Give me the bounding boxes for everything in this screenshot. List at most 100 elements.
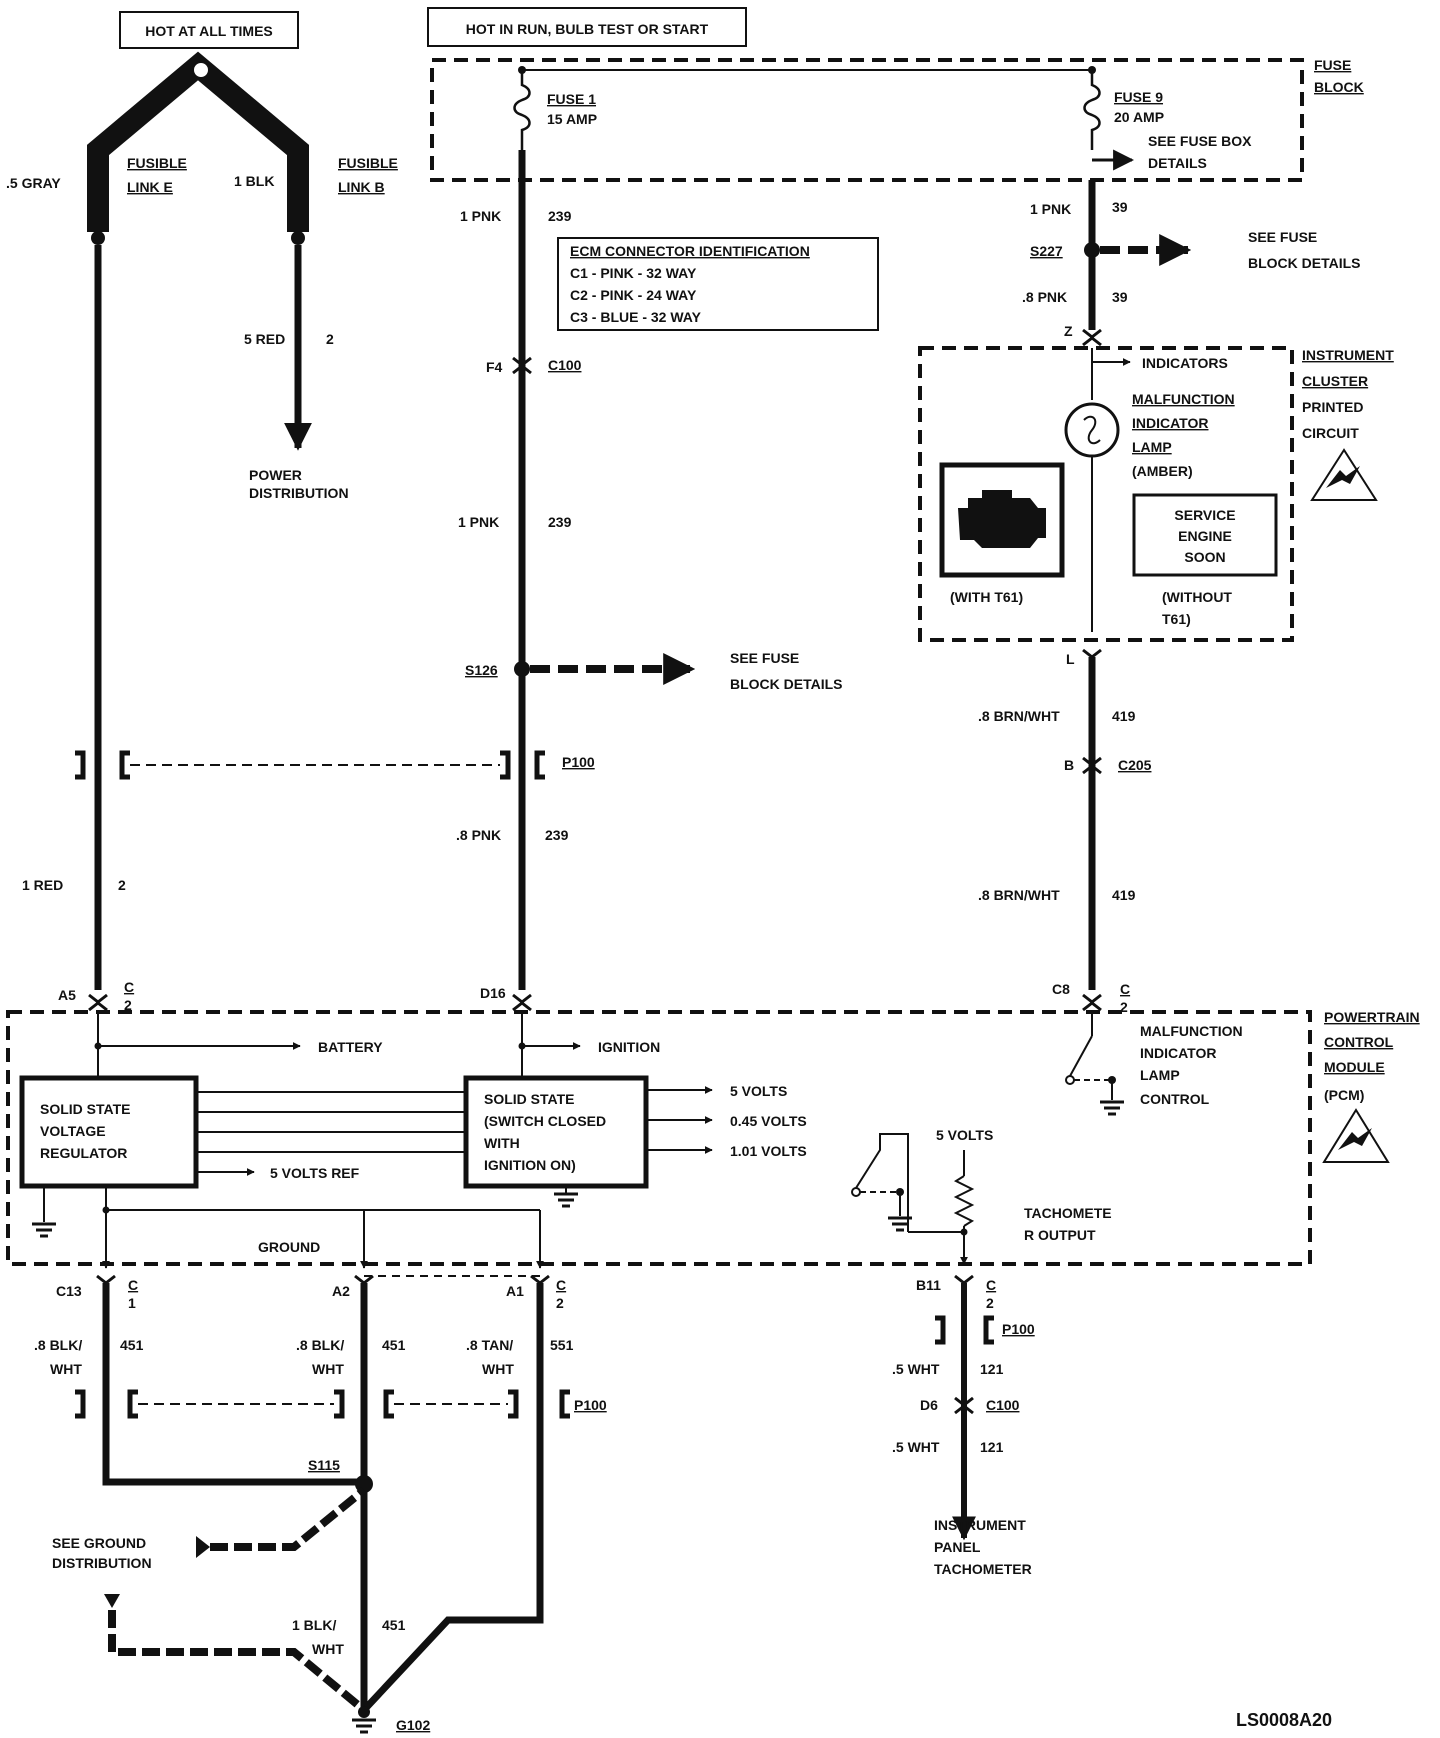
tach-d2-label: PANEL — [934, 1539, 981, 1555]
ground-symbol-icon — [888, 1216, 912, 1232]
cluster-mil2-label: INDICATOR — [1132, 415, 1208, 431]
grounds-c1n-label: 1 — [128, 1295, 136, 1311]
pcm-v101-label: 1.01 VOLTS — [730, 1143, 807, 1159]
tach-d1-label: INSTRUMENT — [934, 1517, 1026, 1533]
wire-labels-w-brn-b-label: .8 BRN/WHT — [978, 887, 1060, 903]
mil-feed-wire: 1 PNK 39 S227 SEE FUSE BLOCK DETAILS .8 … — [1022, 180, 1361, 347]
pcm-sw2-label: (SWITCH CLOSED — [484, 1113, 606, 1129]
wire-labels-w-8pnk-39-label: .8 PNK — [1022, 289, 1067, 305]
ground-symbol-icon — [1100, 1100, 1124, 1116]
connectors-s227-d2-label: BLOCK DETAILS — [1248, 255, 1361, 271]
ground-symbol-icon — [554, 1192, 578, 1208]
cluster-mil1-label: MALFUNCTION — [1132, 391, 1235, 407]
tach-n2-label: 121 — [980, 1439, 1004, 1455]
cluster-l3-label: PRINTED — [1302, 399, 1363, 415]
connectors-s227-label: S227 — [1030, 243, 1063, 259]
pcm-sw4-label: IGNITION ON) — [484, 1157, 576, 1173]
pcm-sw1-label: SOLID STATE — [484, 1091, 574, 1107]
battery-feed-wire: 1 RED 2 A5 C 2 — [22, 245, 134, 1013]
wire-labels-w-1red-label: 1 RED — [22, 877, 63, 893]
connectors-l-label: L — [1066, 651, 1075, 667]
diagram-id: LS0008A20 — [1236, 1710, 1332, 1730]
cluster-mil3-label: LAMP — [1132, 439, 1172, 455]
grounds-a2-label: A2 — [332, 1283, 350, 1299]
connectors-p100-top-label: P100 — [562, 754, 595, 770]
tach-b11-label: B11 — [916, 1277, 941, 1293]
ground-circuits: C13 C 1 A2 A1 C 2 .8 BLK/ WHT 451 .8 BLK… — [34, 1274, 607, 1734]
grounds-s115-label: S115 — [308, 1457, 340, 1473]
connectors-s126-d2-label: BLOCK DETAILS — [730, 676, 843, 692]
wire-labels-w-1pnk-39-label: 1 PNK — [1030, 201, 1071, 217]
fuse-block-fuse1-name-label: FUSE 1 — [547, 91, 596, 107]
fusible-e-name1-label: FUSIBLE — [127, 155, 187, 171]
connectors-c2-c8-label: C — [1120, 981, 1130, 997]
mil-control-wire: L .8 BRN/WHT 419 B C205 .8 BRN/WHT 419 C… — [978, 648, 1152, 1015]
fusible-links: .5 GRAY FUSIBLE LINK E 1 BLK FUSIBLE LIN… — [6, 51, 398, 245]
headers-hot-always-label: HOT AT ALL TIMES — [145, 23, 273, 39]
pcm-l1-label: POWERTRAIN — [1324, 1009, 1420, 1025]
grounds-w4a-label: 1 BLK/ — [292, 1617, 336, 1633]
pcm-mil4-label: CONTROL — [1140, 1091, 1210, 1107]
tachometer-wire: B11 C 2 P100 .5 WHT 121 D6 C100 .5 WHT 1… — [892, 1274, 1035, 1577]
pcm-ignition-label: IGNITION — [598, 1039, 660, 1055]
fuse-block-details2-label: DETAILS — [1148, 155, 1207, 171]
wire-labels-c-239-b-label: 239 — [548, 514, 572, 530]
grounds-w1a-label: .8 BLK/ — [34, 1337, 82, 1353]
wire-labels-c-239-c-label: 239 — [545, 827, 569, 843]
power-dest1-label: POWER — [249, 467, 302, 483]
pcm-l3-label: MODULE — [1324, 1059, 1385, 1075]
pcm-mil3-label: LAMP — [1140, 1067, 1180, 1083]
grounds-n1-label: 451 — [120, 1337, 144, 1353]
grounds-g102-label: G102 — [396, 1717, 430, 1733]
connectors-d16-label: D16 — [480, 985, 506, 1001]
power-circuit-label: 2 — [326, 331, 334, 347]
pcm-module: POWERTRAIN CONTROL MODULE (PCM) BATTERY … — [6, 1009, 1420, 1269]
grounds-n3-label: 551 — [550, 1337, 574, 1353]
grounds-w2b-label: WHT — [312, 1361, 344, 1377]
grounds-c1c-label: C — [128, 1277, 138, 1293]
grounds-n2-label: 451 — [382, 1337, 406, 1353]
grounds-gd2-label: DISTRIBUTION — [52, 1555, 152, 1571]
grounds-w2a-label: .8 BLK/ — [296, 1337, 344, 1353]
connectors-s227-d1-label: SEE FUSE — [1248, 229, 1317, 245]
pcm-battery-label: BATTERY — [318, 1039, 383, 1055]
grounds-gd1-label: SEE GROUND — [52, 1535, 146, 1551]
grounds-c2n-label: 2 — [556, 1295, 564, 1311]
pcm-pull-label: 5 VOLTS — [936, 1127, 993, 1143]
g102-ground-icon — [352, 1718, 376, 1734]
ecm-box-c3-label: C3 - BLUE - 32 WAY — [570, 309, 702, 325]
grounds-w4b-label: WHT — [312, 1641, 344, 1657]
instrument-cluster: INSTRUMENT CLUSTER PRINTED CIRCUIT INDIC… — [918, 346, 1394, 642]
pcm-tach1-label: TACHOMETE — [1024, 1205, 1112, 1221]
grounds-n4-label: 451 — [382, 1617, 406, 1633]
fusible-e-wire-label: .5 GRAY — [6, 175, 61, 191]
fuse-block-fuse9-name-label: FUSE 9 — [1114, 89, 1163, 105]
fuse-block-label2-label: BLOCK — [1314, 79, 1364, 95]
fuse-block-label1-label: FUSE — [1314, 57, 1351, 73]
connectors-c2-c8n-label: 2 — [1120, 999, 1128, 1015]
grounds-p100-label: P100 — [574, 1397, 607, 1413]
grounds-w3a-label: .8 TAN/ — [466, 1337, 513, 1353]
tach-d6-label: D6 — [920, 1397, 938, 1413]
fusible-b-wire-label: 1 BLK — [234, 173, 274, 189]
pcm-v5-label: 5 VOLTS — [730, 1083, 787, 1099]
pcm-ground-label: GROUND — [258, 1239, 320, 1255]
pcm-sw3-label: WITH — [484, 1135, 520, 1151]
power-distribution-wire: 5 RED 2 POWER DISTRIBUTION — [244, 245, 349, 501]
wire-labels-c-239-a-label: 239 — [548, 208, 572, 224]
cluster-l1-label: INSTRUMENT — [1302, 347, 1394, 363]
wire-labels-w-brn-a-label: .8 BRN/WHT — [978, 708, 1060, 724]
ignition-feed-wire: 1 PNK 239 F4 C100 1 PNK 239 S126 SEE FUS… — [130, 150, 843, 1012]
hot-at-all-times-header: HOT AT ALL TIMES — [119, 11, 299, 49]
pcm-v045-label: 0.45 VOLTS — [730, 1113, 807, 1129]
ecm-box-title-label: ECM CONNECTOR IDENTIFICATION — [570, 243, 810, 259]
connectors-s126-d1-label: SEE FUSE — [730, 650, 799, 666]
tach-w2-label: .5 WHT — [892, 1439, 940, 1455]
cluster-l2-label: CLUSTER — [1302, 373, 1368, 389]
ground-symbol-icon — [32, 1222, 56, 1238]
grounds-c13-label: C13 — [56, 1283, 82, 1299]
fuse-block-fuse9-amp-label: 20 AMP — [1114, 109, 1164, 125]
connectors-c8-label: C8 — [1052, 981, 1070, 997]
wire-labels-w-1pnk-a-label: 1 PNK — [460, 208, 501, 224]
cluster-with-label: (WITH T61) — [950, 589, 1023, 605]
